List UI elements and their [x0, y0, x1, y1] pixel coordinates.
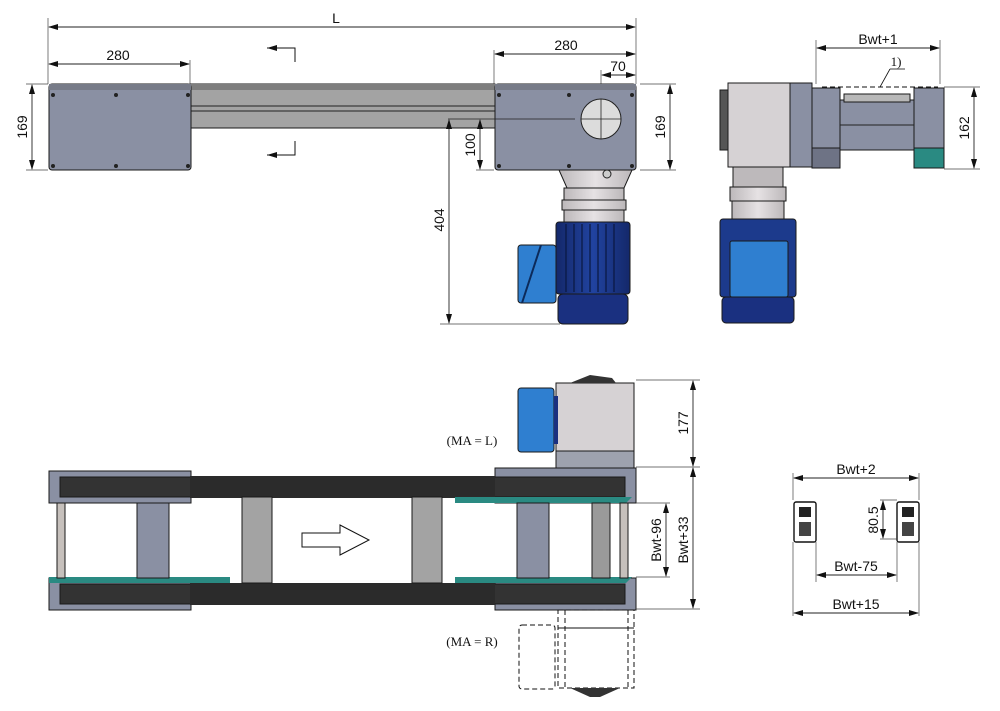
- dim-left-plate-width: 280: [106, 47, 130, 63]
- label-motor-right: (MA = R): [446, 634, 497, 649]
- dim-right-plate-width: 280: [554, 37, 578, 53]
- dim-profile-inner-width: Bwt-75: [834, 558, 878, 574]
- dim-overall-length: L: [332, 10, 340, 26]
- dim-motor-drop: 404: [431, 208, 447, 232]
- front-view: [26, 18, 676, 325]
- dim-shaft-offset: 70: [610, 58, 626, 74]
- profile-section: [792, 473, 920, 616]
- dim-left-height: 169: [14, 115, 30, 139]
- dim-shaft-height: 100: [462, 133, 478, 157]
- side-view: [719, 40, 980, 324]
- dim-inner-width: Bwt-96: [648, 518, 664, 562]
- dim-side-height: 162: [956, 116, 972, 140]
- label-motor-left: (MA = L): [447, 433, 498, 448]
- flow-direction-arrow-icon: [301, 524, 371, 556]
- dim-right-height: 169: [652, 115, 668, 139]
- top-view: [48, 375, 700, 697]
- note-callout: 1): [891, 54, 902, 69]
- dim-profile-outer-width: Bwt+15: [832, 596, 879, 612]
- dim-profile-top-width: Bwt+2: [836, 461, 876, 477]
- dim-outer-width: Bwt+33: [675, 516, 691, 563]
- dim-side-width: Bwt+1: [858, 31, 898, 47]
- dim-motor-height: 177: [675, 411, 691, 435]
- dim-profile-height: 80.5: [865, 506, 881, 533]
